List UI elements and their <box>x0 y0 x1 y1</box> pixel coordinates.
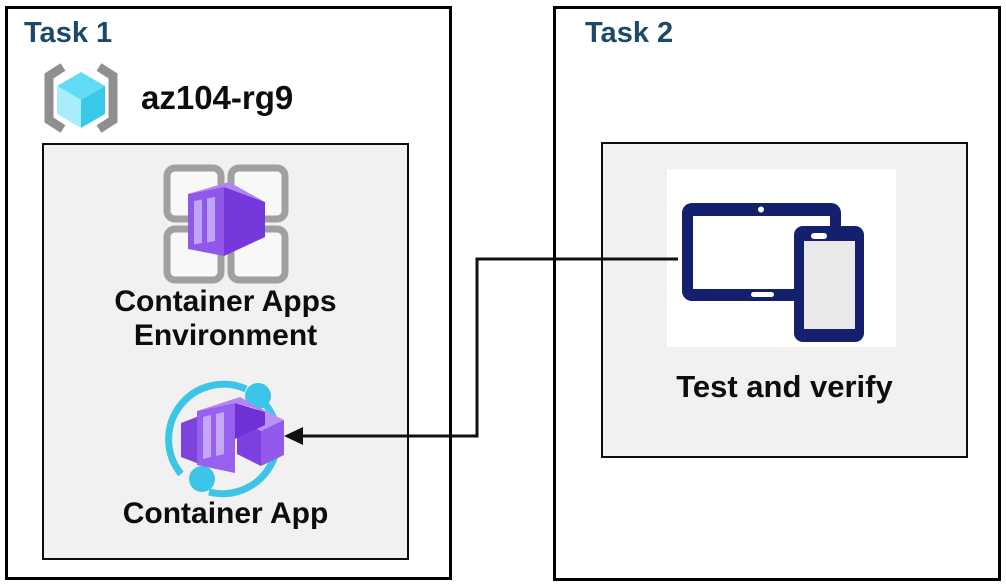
task2-inner-panel: Test and verify <box>601 142 968 458</box>
resource-group-name: az104-rg9 <box>141 79 294 116</box>
container-app-label: Container App <box>122 497 329 530</box>
task1-title: Task 1 <box>24 17 113 49</box>
task1-panel: Task 1 az104-rg9 <box>5 6 452 580</box>
tablet-phone-icon <box>682 203 864 342</box>
container-apps-environment-label: Container Apps Environment <box>114 285 337 352</box>
task2-panel: Task 2 Test and verify <box>553 6 1001 581</box>
task1-inner-panel: Container Apps Environment <box>42 143 409 560</box>
resource-group-icon <box>44 63 118 133</box>
container-apps-environment-icon <box>163 164 289 284</box>
test-and-verify-label: Test and verify <box>676 369 893 404</box>
resource-group-row: az104-rg9 <box>31 61 293 135</box>
task2-title: Task 2 <box>585 17 674 49</box>
container-app-icon <box>165 380 284 498</box>
device-icon-background <box>667 169 896 347</box>
